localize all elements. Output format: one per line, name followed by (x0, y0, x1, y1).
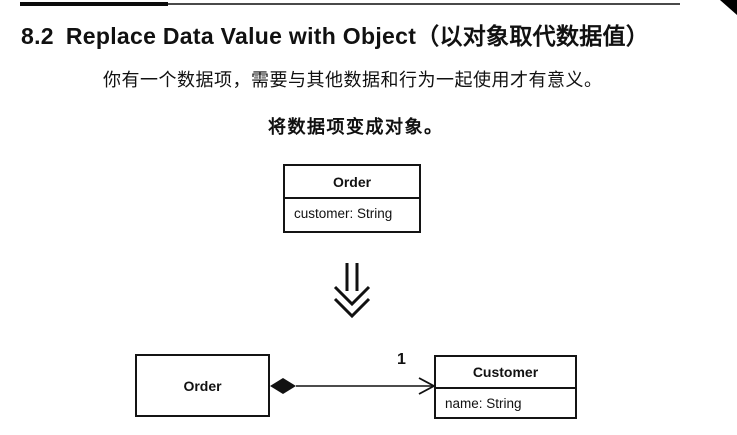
uml-class-order-before: Order customer: String (283, 164, 421, 233)
uml-class-order-after: Order (135, 354, 270, 417)
section-heading: 8.2 Replace Data Value with Object（以对象取代… (21, 17, 649, 51)
multiplicity-label: 1 (397, 351, 406, 368)
composition-diamond-icon (270, 378, 296, 394)
uml-class-customer: Customer name: String (434, 355, 577, 419)
open-arrowhead-icon (418, 377, 435, 395)
header-rule-dark (20, 2, 168, 6)
section-title: Replace Data Value with Object（以对象取代数据值） (65, 23, 650, 49)
section-number: 8.2 (21, 23, 54, 49)
directive-text: 将数据项变成对象。 (268, 117, 444, 137)
uml-class-attribute: name: String (445, 396, 522, 411)
uml-class-attribute: customer: String (294, 206, 393, 221)
composition-association-connector (270, 377, 435, 395)
uml-class-name: Order (285, 166, 419, 199)
intro-text: 你有一个数据项，需要与其他数据和行为一起使用才有意义。 (103, 70, 603, 90)
header-rule-light (168, 3, 680, 5)
uml-class-name: Customer (436, 357, 575, 389)
double-down-arrow-icon (333, 263, 371, 319)
page-corner-mark (720, 0, 737, 15)
